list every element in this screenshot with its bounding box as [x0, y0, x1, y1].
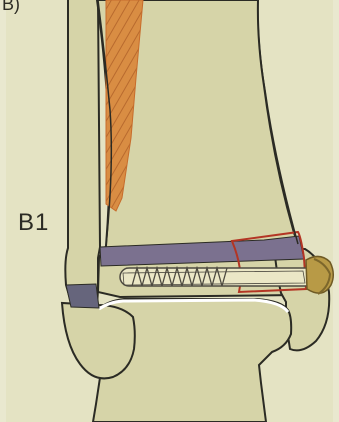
lateral-talus	[62, 303, 135, 378]
panel-label: B1	[18, 209, 49, 237]
figure-corner-label: B)	[2, 0, 20, 15]
fibula-fracture-band	[66, 284, 99, 308]
fibula-outline	[65, 0, 100, 306]
